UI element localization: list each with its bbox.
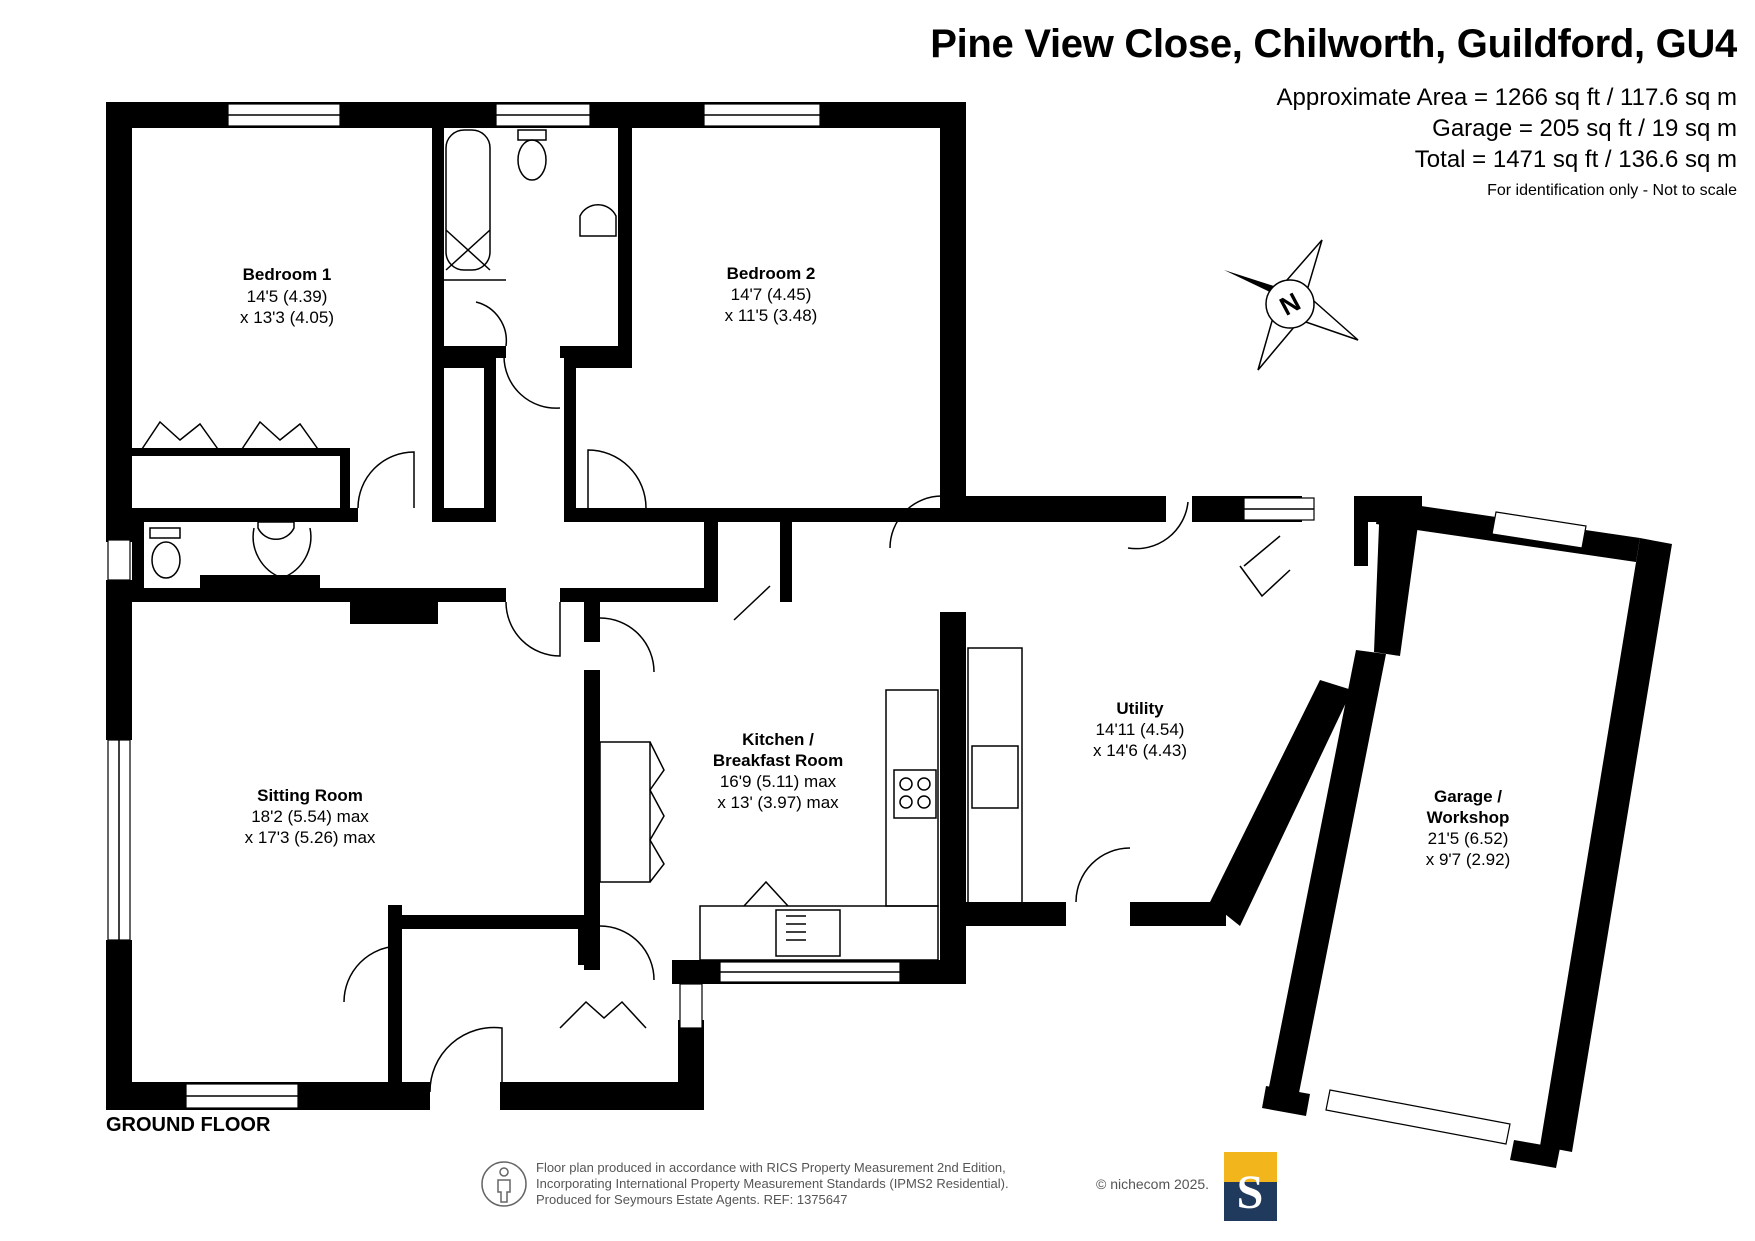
logo-letter: S <box>1237 1166 1264 1219</box>
sitting-name: Sitting Room <box>257 786 363 805</box>
kitchen-dim1: 16'9 (5.11) max <box>720 772 837 791</box>
property-address: Pine View Close, Chilworth, Guildford, G… <box>930 22 1737 66</box>
bedroom1-dim2: x 13'3 (4.05) <box>240 308 334 327</box>
kitchen-name-line1: Kitchen / <box>742 730 814 749</box>
interior-doors <box>343 449 943 1093</box>
seymours-logo: S <box>1224 1152 1277 1221</box>
garage-dim2: x 9'7 (2.92) <box>1426 850 1511 869</box>
bathroom-fixtures <box>444 129 617 409</box>
rics-person-icon <box>481 1161 527 1207</box>
exterior-walls <box>106 102 966 1110</box>
garage-name-line2: Workshop <box>1427 808 1510 827</box>
north-compass: N <box>1224 239 1359 371</box>
interior-walls <box>106 102 966 925</box>
room-garage: Garage / Workshop 21'5 (6.52) x 9'7 (2.9… <box>1426 787 1511 869</box>
room-bedroom2: Bedroom 2 14'7 (4.45) x 11'5 (3.48) <box>725 264 818 325</box>
footer-line1: Floor plan produced in accordance with R… <box>536 1160 1006 1175</box>
kitchen-dim2: x 13' (3.97) max <box>717 793 839 812</box>
footer-line2: Incorporating International Property Mea… <box>536 1176 1009 1191</box>
garage-area: Garage = 205 sq ft / 19 sq m <box>1432 115 1737 142</box>
room-kitchen: Kitchen / Breakfast Room 16'9 (5.11) max… <box>713 730 843 812</box>
identification-note: For identification only - Not to scale <box>1487 182 1737 199</box>
kitchen-units <box>599 689 939 961</box>
garage-dim1: 21'5 (6.52) <box>1428 829 1509 848</box>
bedroom2-name: Bedroom 2 <box>727 264 816 283</box>
room-utility: Utility 14'11 (4.54) x 14'6 (4.43) <box>1093 699 1187 760</box>
utility-name: Utility <box>1116 699 1164 718</box>
room-sitting: Sitting Room 18'2 (5.54) max x 17'3 (5.2… <box>245 786 376 847</box>
bedroom1-dim1: 14'5 (4.39) <box>247 287 328 306</box>
footer-line3: Produced for Seymours Estate Agents. REF… <box>536 1192 848 1207</box>
footer-disclaimer: Floor plan produced in accordance with R… <box>536 1160 1009 1208</box>
floor-label: GROUND FLOOR <box>106 1114 271 1136</box>
total-area: Total = 1471 sq ft / 136.6 sq m <box>1414 146 1737 173</box>
garage-name-line1: Garage / <box>1434 787 1502 806</box>
kitchen-name-line2: Breakfast Room <box>713 751 843 770</box>
bedroom1-wardrobe <box>132 420 350 508</box>
top-windows <box>107 103 901 1109</box>
room-bedroom1: Bedroom 1 14'5 (4.39) x 13'3 (4.05) <box>240 265 334 327</box>
copyright: © nichecom 2025. <box>1096 1176 1210 1192</box>
utility-dim2: x 14'6 (4.43) <box>1093 741 1187 760</box>
approximate-area: Approximate Area = 1266 sq ft / 117.6 sq… <box>1276 84 1738 111</box>
bedroom2-dim1: 14'7 (4.45) <box>731 285 812 304</box>
cloakroom-fixtures <box>149 521 312 579</box>
bedroom1-name: Bedroom 1 <box>243 265 332 284</box>
utility-dim1: 14'11 (4.54) <box>1096 720 1185 739</box>
garage-walls <box>1262 496 1672 1168</box>
sitting-dim2: x 17'3 (5.26) max <box>245 828 376 847</box>
bedroom2-dim2: x 11'5 (3.48) <box>725 306 818 325</box>
sitting-dim1: 18'2 (5.54) max <box>251 807 369 826</box>
